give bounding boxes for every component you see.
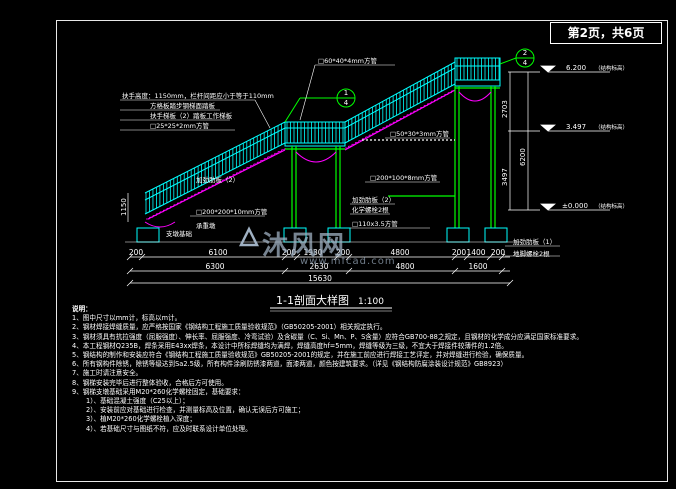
dim-row1-3: 1930 (303, 248, 322, 257)
watermark-text: 沐风网 (262, 231, 347, 261)
dim-vertical-3497: 3497 (501, 168, 509, 186)
dimension-tick (486, 253, 494, 261)
watermark-url: www.mfcad.com (300, 256, 396, 267)
callout-1-ref: 4 (344, 99, 349, 107)
support-columns (285, 86, 500, 228)
dimension-tick (126, 267, 134, 275)
label-handrail-plate: 方格板踏步钢梯面踏板 (150, 101, 216, 110)
dimension-tick (126, 279, 134, 287)
note-subitem: 3）、植M20*260化学螺栓植入深度； (86, 415, 196, 424)
top-platform-balusters (456, 58, 500, 80)
dimension-tick (126, 253, 134, 261)
note-item: 6、所有钢构件除锈，除锈等级达到Sa2.5级，所有构件涂刷防锈漆两道，面漆两道，… (72, 360, 508, 369)
dim-height-left: 1150 (120, 198, 128, 216)
dimension-tick (345, 267, 353, 275)
label-tube-mid: □50*30*3mm方管 (390, 129, 449, 138)
note-subitem: 1）、基础混凝土强度（C25以上）； (86, 397, 189, 406)
label-anchor-right: 地脚螺栓2根 (513, 249, 550, 258)
dim-row2-2: 4800 (395, 262, 414, 271)
label-handrail-top: 扶手高度：1150mm，栏杆间距应小于等于110mm (122, 91, 274, 100)
lower-stair-balusters (145, 122, 286, 214)
dimension-tick (463, 253, 471, 261)
label-tube-small: □25*25*2mm方管 (150, 121, 209, 130)
elevation-top-value: 6.200 (566, 64, 586, 72)
dim-row1-8: 200 (491, 248, 506, 257)
landing-balusters (286, 122, 344, 143)
dim-row1-2: 200 (282, 248, 297, 257)
upper-stair-treads (345, 89, 456, 149)
notes-block: 说明： 1、图中尺寸以mm计，标高以m计。 2、钢材焊接焊缝质量，应严格按国家《… (72, 305, 662, 434)
note-item: 8、钢梯安装完毕后进行整体验收，合格后方可使用。 (72, 378, 228, 387)
callout-1-number: 1 (344, 89, 348, 97)
callout-2 (499, 48, 535, 68)
dimension-tick (345, 253, 353, 261)
label-tube-top: □60*40*4mm方管 (318, 56, 377, 65)
dimension-ticks (126, 253, 514, 287)
dimension-tick (451, 267, 459, 275)
note-item: 5、钢结构的制作和安装应符合《钢结构工程施工质量验收规范》GB50205-200… (72, 351, 529, 360)
label-beam2: □110x3.5方管 (352, 219, 398, 228)
horizontal-dimension-lines (130, 256, 510, 284)
dimension-tick (281, 253, 289, 261)
drawing-scale: 1:100 (358, 297, 384, 307)
elevation-ground-value: ±0.000 (562, 202, 588, 210)
note-item: 9、钢梯支墩基础采用M20*260化学螺栓固定，基础要求： (72, 387, 245, 396)
drawing-title: 1-1剖面大样图 (276, 293, 349, 307)
note-subitem: 4）、若基础尺寸与图纸不符，应及时联系设计单位处理。 (86, 424, 252, 433)
lower-stair-treads (146, 148, 286, 220)
dim-row1-6: 200 (452, 248, 467, 257)
dim-row1-1: 6100 (208, 248, 227, 257)
lower-stair-flight (144, 121, 286, 220)
label-stiff-right: 加劲肋板（1） (513, 237, 556, 246)
dim-vertical-6200: 6200 (519, 148, 527, 166)
dimension-tick (498, 267, 506, 275)
note-item: 2、钢材焊接焊缝质量，应严格按国家《钢结构工程施工质量验收规范》（GB50205… (72, 323, 387, 332)
dimension-tick (281, 267, 289, 275)
note-item: 3、钢材须具有抗拉强度（屈服强度）、伸长率、屈服强度、冷弯试验）及含碳量（C、S… (72, 332, 583, 341)
label-stringer: 扶手梯板（2）踏板工作梯板 (150, 111, 233, 120)
top-platform (454, 57, 501, 87)
callout-2-number: 2 (523, 49, 527, 57)
annotation-leaders (120, 64, 560, 257)
label-bolt: 化学螺栓2根 (352, 205, 389, 214)
label-base-left2: 承重墩 (196, 221, 216, 230)
dimension-tick (506, 279, 514, 287)
elevation-ground-note: （结构标高） (595, 202, 628, 210)
dimension-tick (451, 253, 459, 261)
sheet-number-badge: 第2页，共6页 (550, 22, 662, 44)
elevation-top-note: （结构标高） (595, 64, 628, 72)
dim-vertical-2703: 2703 (501, 100, 509, 118)
notes-heading: 说明： (72, 305, 92, 313)
dim-row2-0: 6300 (205, 262, 224, 271)
drawing-frame (56, 20, 668, 482)
note-item: 7、施工时请注意安全。 (72, 369, 143, 378)
label-plate-2: 加劲肋板（2） (196, 175, 239, 184)
knee-braces (144, 91, 492, 228)
dim-row1-4: 200 (336, 248, 351, 257)
dimension-tick (293, 253, 301, 261)
watermark-logo-icon (238, 226, 260, 247)
label-stiff-plate: 加劲肋板（2） (352, 195, 395, 204)
dimension-tick (333, 253, 341, 261)
label-tube-col: □200*100*8mm方管 (370, 173, 438, 182)
dim-row1-0: 200 (129, 248, 144, 257)
note-item: 4、本工程钢材Q235B，焊条采用E43xx焊条，本设计中所标焊缝均为满焊，焊缝… (72, 341, 508, 350)
elevation-mid-note: （结构标高） (595, 123, 628, 131)
dim-total: 15630 (308, 274, 332, 283)
dim-row2-3: 1600 (468, 262, 487, 271)
elevation-mid-value: 3.497 (566, 123, 586, 131)
dim-row1-7: 1400 (466, 248, 485, 257)
dim-row2-1: 2630 (309, 262, 328, 271)
callout-2-ref: 4 (523, 59, 528, 67)
dimension-tick (138, 253, 146, 261)
vertical-dimension-lines (127, 65, 610, 222)
dim-row1-5: 4800 (390, 248, 409, 257)
dimension-tick (498, 253, 506, 261)
note-subitem: 2）、安装前应对基础进行检查，并测量标高及位置，确认无误后方可施工； (86, 406, 305, 415)
label-beam-low: □200*200*10mm方管 (196, 207, 268, 216)
label-base-left: 支墩基础 (166, 229, 193, 238)
note-item: 1、图中尺寸以mm计，标高以m计。 (72, 314, 182, 323)
